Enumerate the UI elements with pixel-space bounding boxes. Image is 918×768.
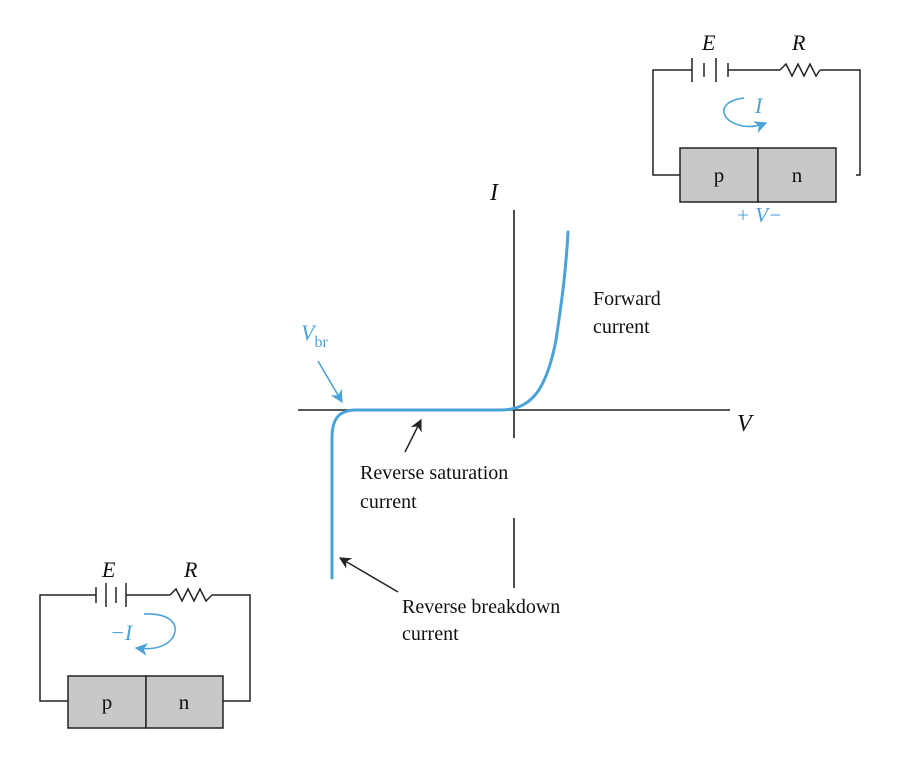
reverse-n-label: n bbox=[179, 690, 190, 714]
forward-current-arrow bbox=[723, 97, 768, 134]
forward-resistor bbox=[779, 62, 821, 78]
forward-current-text-line-1: Forward bbox=[593, 288, 661, 310]
reverse-breakdown-text-line-2: current bbox=[402, 623, 459, 645]
reverse-p-label: p bbox=[102, 690, 113, 714]
breakdown-voltage-sub: br bbox=[314, 334, 328, 351]
iv-characteristic-curve bbox=[330, 230, 570, 580]
breakdown-voltage-main: V bbox=[301, 320, 317, 345]
breakdown-voltage-label: Vbr bbox=[301, 320, 328, 351]
reverse-p-region bbox=[67, 675, 147, 729]
reverse-circuit-wire bbox=[39, 594, 251, 702]
reverse-current-arrow bbox=[134, 613, 176, 656]
forward-p-label: p bbox=[714, 163, 725, 187]
reverse-n-region bbox=[145, 675, 224, 729]
reverse-saturation-text-line-1: Reverse saturation bbox=[360, 462, 508, 484]
forward-voltage-label: + V− bbox=[736, 203, 782, 227]
forward-resistor-label: R bbox=[791, 30, 806, 55]
reverse-resistor bbox=[169, 587, 213, 603]
forward-current-label: I bbox=[754, 93, 764, 118]
reverse-saturation-arrow bbox=[404, 418, 422, 453]
forward-current-text-line-2: current bbox=[593, 316, 650, 338]
forward-circuit-wire bbox=[652, 69, 861, 176]
breakdown-voltage-arrow bbox=[317, 360, 343, 404]
reverse-bias-circuit: E R −I p n bbox=[39, 557, 251, 729]
reverse-battery-label: E bbox=[101, 557, 116, 582]
iv-graph: I V Vbr Forward current Reverse saturati… bbox=[298, 180, 754, 645]
graph-axis-v-label: V bbox=[737, 411, 754, 437]
reverse-breakdown-arrow bbox=[338, 557, 399, 593]
forward-n-label: n bbox=[792, 163, 803, 187]
reverse-resistor-label: R bbox=[183, 557, 198, 582]
reverse-saturation-text-line-2: current bbox=[360, 491, 417, 513]
reverse-current-label: −I bbox=[110, 620, 134, 645]
forward-bias-circuit: E R I p n + V− bbox=[652, 30, 861, 227]
forward-battery-label: E bbox=[701, 30, 716, 55]
reverse-breakdown-text-line-1: Reverse breakdown bbox=[402, 596, 560, 618]
graph-axis-i-label: I bbox=[489, 180, 499, 206]
forward-n-region bbox=[757, 147, 837, 203]
